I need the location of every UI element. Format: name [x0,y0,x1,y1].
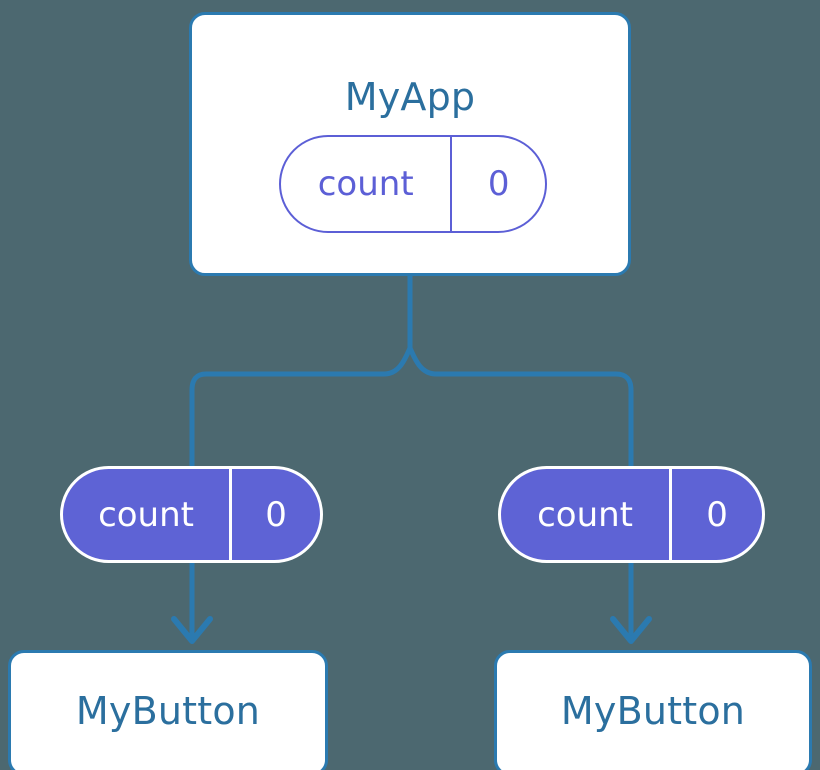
component-title-mybutton-right: MyButton [560,689,746,733]
component-box-myapp[interactable]: MyApp count 0 [189,12,631,276]
props-pill-left[interactable]: count 0 [60,466,323,563]
state-pill-value: 0 [450,137,545,231]
props-pill-left-key: count [98,494,194,535]
arrow-head-left-icon [171,616,213,644]
props-pill-right-key: count [537,494,634,535]
component-box-mybutton-left[interactable]: MyButton [8,650,328,770]
props-pill-right[interactable]: count 0 [498,466,765,563]
component-box-mybutton-right[interactable]: MyButton [494,650,812,770]
state-pill-key: count [317,164,414,204]
component-title-mybutton-left: MyButton [75,689,261,733]
component-title-myapp: MyApp [344,75,476,119]
arrow-head-right-icon [610,616,652,644]
branch-wire-left [189,345,413,469]
state-pill-count[interactable]: count 0 [279,135,547,233]
props-pill-left-value: 0 [229,469,320,560]
branch-wire-right [407,345,634,469]
props-pill-right-value: 0 [669,469,762,560]
